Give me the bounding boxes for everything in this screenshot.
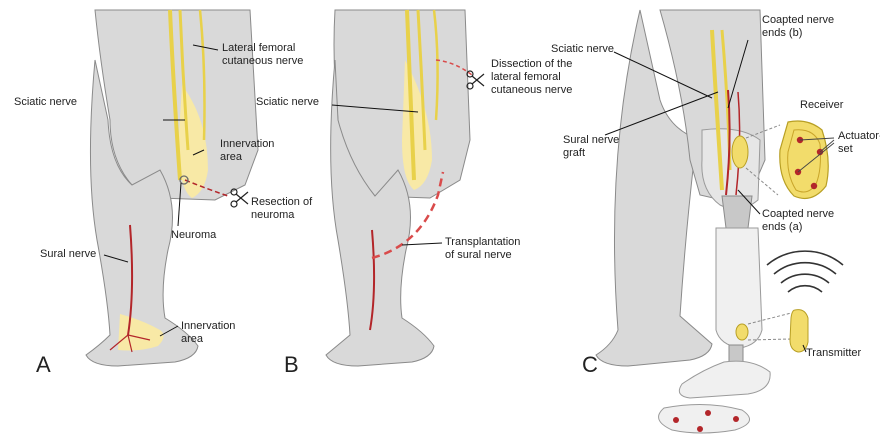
label-sciatic-nerve-a: Sciatic nerve — [14, 96, 77, 109]
label-transplantation-sural-nerve: Transplantation of sural nerve — [445, 236, 520, 262]
label-sciatic-nerve-b: Sciatic nerve — [256, 96, 319, 109]
label-actuator-set: Actuator- set — [838, 130, 880, 156]
panel-b-leg-illustration — [326, 10, 472, 366]
receiver-device — [780, 121, 834, 198]
label-coapted-nerve-ends-b: Coapted nerve ends (b) — [762, 14, 834, 40]
label-innervation-area-foot: Innervation area — [181, 320, 235, 346]
label-coapted-nerve-ends-a: Coapted nerve ends (a) — [762, 208, 834, 234]
panel-c-letter: C — [582, 352, 598, 378]
label-sciatic-nerve-c: Sciatic nerve — [551, 43, 614, 56]
wireless-signal-icon — [767, 251, 843, 292]
label-innervation-area-thigh: Innervation area — [220, 138, 274, 164]
transmitter-device — [790, 310, 808, 352]
scissors-icon — [231, 189, 248, 207]
label-receiver: Receiver — [800, 99, 843, 112]
panel-a-letter: A — [36, 352, 51, 378]
label-lateral-femoral-cutaneous-nerve: Lateral femoral cutaneous nerve — [222, 42, 303, 68]
label-dissection-lateral-femoral: Dissection of the lateral femoral cutane… — [491, 58, 572, 97]
panel-b-letter: B — [284, 352, 299, 378]
label-sural-nerve-graft: Sural nerve graft — [563, 134, 619, 160]
label-resection-of-neuroma: Resection of neuroma — [251, 196, 312, 222]
label-neuroma: Neuroma — [171, 229, 216, 242]
label-sural-nerve: Sural nerve — [40, 248, 96, 261]
label-transmitter: Transmitter — [806, 347, 861, 360]
